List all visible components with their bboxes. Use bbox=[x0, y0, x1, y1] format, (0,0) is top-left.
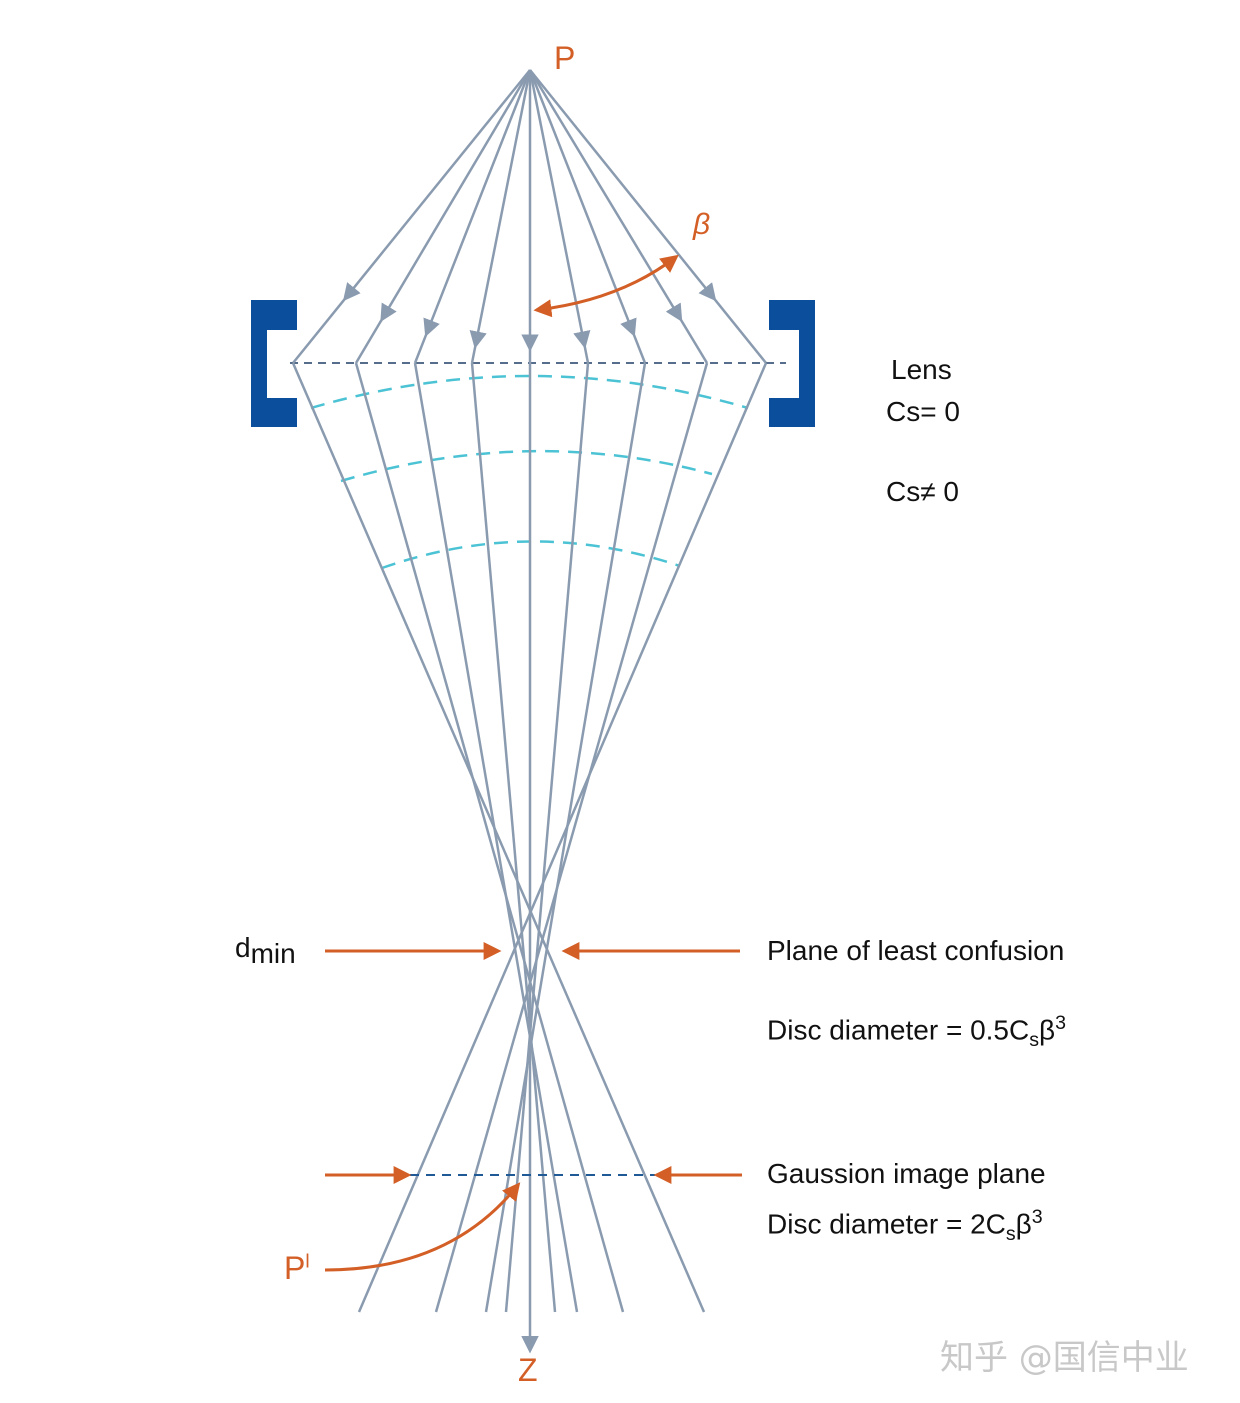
cs-nonzero-label: Cs≠ 0 bbox=[886, 476, 959, 507]
lens-label: Lens bbox=[891, 354, 952, 385]
disc-gauss-sup: 3 bbox=[1031, 1206, 1043, 1228]
incident-ray-7 bbox=[528, 69, 683, 323]
incident-ray-tail-5 bbox=[583, 345, 590, 364]
refracted-ray-1 bbox=[354, 362, 625, 1313]
image-point-sup: l bbox=[305, 1251, 310, 1273]
incident-ray-tail-7 bbox=[679, 318, 709, 364]
incident-ray-tail-1 bbox=[354, 318, 384, 364]
source-point-label: P bbox=[554, 40, 576, 76]
incident-ray-2 bbox=[423, 69, 532, 337]
incident-ray-tail-0 bbox=[292, 297, 347, 364]
disc-gauss-sub: s bbox=[1005, 1222, 1016, 1245]
dmin-base: d bbox=[235, 932, 251, 963]
refracted-ray-3 bbox=[470, 362, 557, 1313]
refracted-ray-0 bbox=[291, 362, 706, 1313]
disc-least-label: Disc diameter = 0.5Csβ3 bbox=[767, 1012, 1066, 1052]
beta-angle-arrow bbox=[533, 254, 679, 318]
disc-least-text: Disc diameter = 0.5C bbox=[767, 1014, 1030, 1046]
incident-ray-tail-8 bbox=[713, 297, 767, 364]
wavefront-1 bbox=[310, 374, 749, 410]
lens-left-pole bbox=[251, 300, 297, 427]
disc-least-beta: β bbox=[1039, 1014, 1056, 1046]
incident-ray-3 bbox=[469, 69, 532, 349]
incident-ray-0 bbox=[342, 69, 531, 302]
watermark: 知乎 @国信中业 bbox=[940, 1338, 1189, 1378]
incident-ray-8 bbox=[529, 69, 717, 302]
incident-ray-tail-2 bbox=[413, 333, 428, 364]
refracted-ray-6 bbox=[484, 362, 647, 1313]
dmin-sub: min bbox=[250, 938, 296, 969]
image-point-base: P bbox=[284, 1250, 306, 1286]
dmin-label: dmin bbox=[235, 932, 296, 969]
wavefront-2 bbox=[340, 449, 713, 483]
disc-least-sup: 3 bbox=[1055, 1012, 1067, 1034]
disc-gauss-beta: β bbox=[1015, 1208, 1032, 1240]
cs-zero-label: Cs= 0 bbox=[886, 396, 960, 427]
disc-gauss-text: Disc diameter = 2C bbox=[767, 1208, 1006, 1240]
incident-ray-6 bbox=[528, 69, 637, 337]
refracted-ray-7 bbox=[434, 362, 709, 1313]
gaussian-plane-label: Gaussion image plane bbox=[767, 1158, 1046, 1189]
disc-least-sub: s bbox=[1029, 1028, 1040, 1051]
disc-gauss-label: Disc diameter = 2Csβ3 bbox=[767, 1206, 1043, 1246]
incident-ray-tail-6 bbox=[632, 333, 647, 364]
image-point-label: Pl bbox=[284, 1250, 310, 1287]
image-point-arrow bbox=[324, 1182, 521, 1272]
axis-label: Z bbox=[518, 1352, 538, 1388]
incident-ray-tail-3 bbox=[470, 345, 477, 364]
lens-right-pole bbox=[769, 300, 815, 427]
least-confusion-label: Plane of least confusion bbox=[767, 935, 1065, 966]
beta-label: β bbox=[693, 208, 711, 241]
incident-ray-1 bbox=[380, 69, 532, 323]
refracted-ray-2 bbox=[413, 362, 579, 1313]
refracted-ray-8 bbox=[357, 362, 768, 1313]
refracted-ray-5 bbox=[504, 362, 590, 1313]
